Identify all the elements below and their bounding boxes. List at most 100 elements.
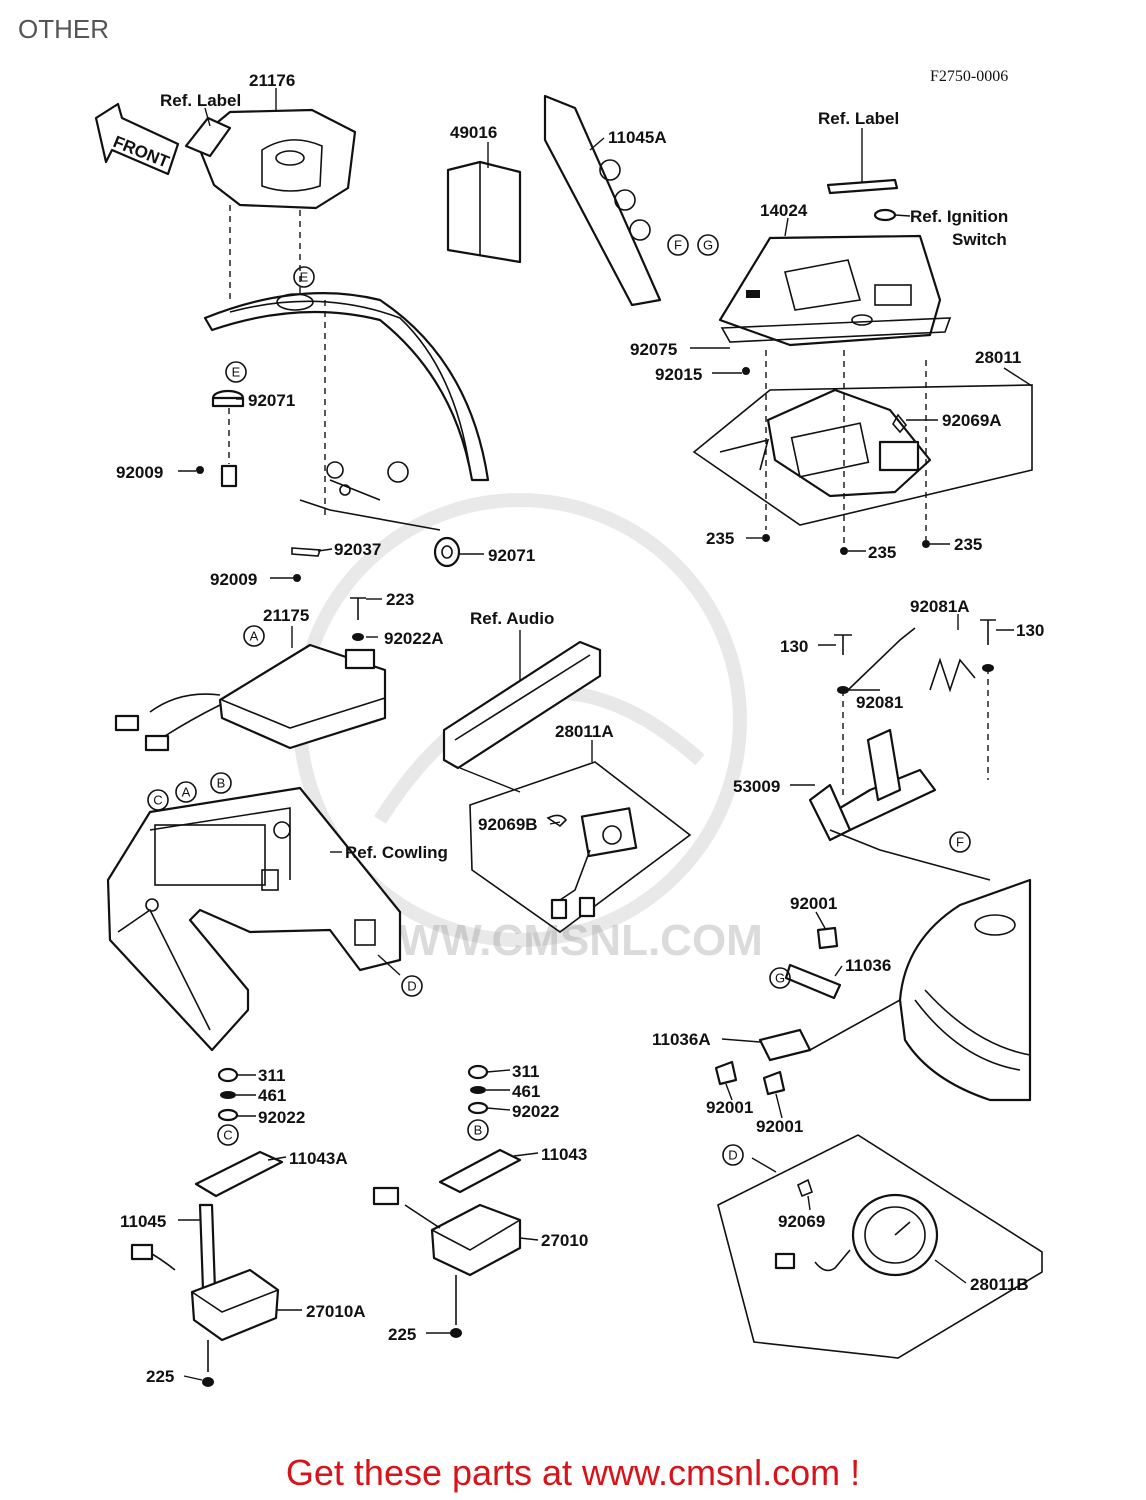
svg-text:G: G [703,238,713,253]
label: 311 [258,1066,285,1085]
label: 49016 [450,123,497,142]
ref-cowling [106,786,402,1052]
label: 92022A [384,629,444,648]
label: 225 [146,1367,174,1386]
label: 311 [512,1062,539,1081]
footer-link[interactable]: Get these parts at www.cmsnl.com ! [285,1452,861,1493]
label: 11043 [541,1145,587,1164]
label: 11036A [652,1030,711,1049]
label: 92069 [778,1212,825,1231]
label: 235 [706,529,734,548]
label: 92015 [655,365,702,384]
label: 461 [258,1086,286,1105]
svg-text:A: A [250,629,259,644]
callout-d: D [401,975,423,997]
callout-c: C [217,1124,239,1146]
drawing-code: F2750-0006 [930,68,1009,85]
label: 92022 [258,1108,305,1127]
callout-f: F [949,831,971,853]
svg-text:D: D [407,979,416,994]
part-27010 [372,1186,522,1277]
part-stack-left [217,1067,239,1122]
label: 225 [388,1325,416,1344]
label: 14024 [760,201,808,220]
label: 21176 [249,71,295,90]
callout-b: B [467,1119,489,1141]
part-11043A [194,1150,284,1292]
svg-text:G: G [775,971,785,986]
label: 92009 [116,463,163,482]
callout-f: F [667,234,689,256]
part-49016 [446,160,522,264]
svg-text:E: E [232,365,241,380]
label: 92001 [706,1098,753,1117]
label: 11036 [845,956,891,975]
label: 92069B [478,815,538,834]
part-stack-right [467,1064,489,1115]
label: 53009 [733,777,780,796]
label: Switch [952,230,1007,249]
callout-e: E [225,361,247,383]
callout-d: D [722,1144,744,1166]
callout-a: A [243,625,265,647]
front-arrow-icon: FRONT [94,102,180,176]
label: 92001 [790,894,837,913]
part-11036 [714,926,901,1096]
svg-text:D: D [728,1148,737,1163]
part-11045A [543,94,662,307]
label: Ref. Ignition [910,207,1008,226]
label: 28011A [555,722,614,741]
label: 11043A [289,1149,348,1168]
part-21176 [184,108,357,210]
label: 11045 [120,1212,166,1231]
label: 92071 [488,546,535,565]
callouts: E E F G A A B C F G C B D D [147,234,971,1166]
rear-fender [203,292,490,501]
svg-text:B: B [474,1123,483,1138]
label: 92022 [512,1102,559,1121]
callout-b: B [210,772,232,794]
page-title: OTHER [18,14,109,44]
callout-e: E [293,266,315,288]
label: 92081 [856,693,903,712]
callout-a: A [175,781,197,803]
label: 130 [1016,621,1044,640]
label: 92069A [942,411,1002,430]
label: 235 [954,535,982,554]
label: 130 [780,637,808,656]
svg-text:F: F [956,835,964,850]
label: 92075 [630,340,677,359]
part-28011 [692,384,1033,526]
label: 11045A [608,128,667,147]
svg-text:F: F [674,238,682,253]
watermark-text: WWW.CMSNL.COM [357,916,763,965]
label: 21175 [263,606,309,625]
label: 461 [512,1082,540,1101]
label: Ref. Audio [470,609,554,628]
callout-g: G [769,967,791,989]
svg-text:E: E [300,270,309,285]
part-92071-a [211,389,245,488]
label: 27010A [306,1302,366,1321]
part-92071-b [433,536,461,568]
label: Ref. Label [160,91,241,110]
fuel-tank [898,878,1032,1102]
part-28011A [469,761,692,933]
label: 92009 [210,570,257,589]
svg-text:C: C [223,1128,232,1143]
label: Ref. Label [818,109,899,128]
label: 223 [386,590,414,609]
label: 92081A [910,597,970,616]
part-labels: 21176 Ref. Label 49016 11045A Ref. Label… [116,71,1044,1386]
part-27010A [130,1243,280,1342]
label: 92001 [756,1117,803,1136]
label: 28011 [975,348,1021,367]
part-14024 [718,178,942,347]
part-28011B [717,1134,1043,1359]
svg-text:C: C [153,793,162,808]
ref-audio-unit [442,640,602,770]
part-53009 [808,728,937,842]
label: 92037 [334,540,381,559]
callout-g: G [697,234,719,256]
